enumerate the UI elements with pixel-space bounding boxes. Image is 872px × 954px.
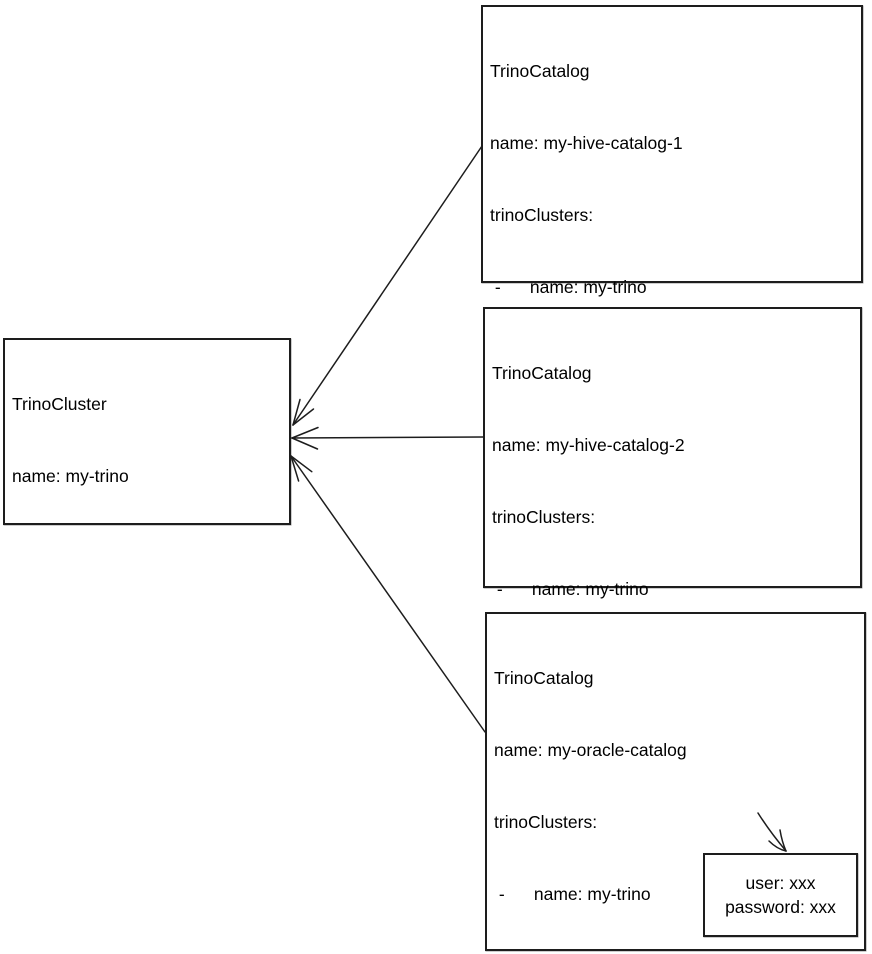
connector-line — [291, 436, 484, 439]
secret-password-line: password: xxx — [725, 897, 836, 917]
yaml-line: trinoClusters: — [490, 205, 594, 225]
arrow-oracle-catalog-to-cluster — [290, 455, 486, 733]
yaml-line: name: my-oracle-catalog — [494, 740, 687, 760]
connector-line — [290, 455, 486, 733]
arrowhead-barb — [291, 437, 319, 450]
yaml-line: - name: my-trino — [492, 579, 649, 599]
node-title: TrinoCluster — [12, 394, 107, 414]
credentials-secret-node: user: xxx password: xxx — [703, 853, 858, 937]
arrowhead-barb — [292, 398, 301, 426]
trino-cluster-node: TrinoCluster name: my-trino — [3, 338, 291, 525]
trino-catalog-node-hive-1: TrinoCatalog name: my-hive-catalog-1 tri… — [481, 5, 863, 657]
yaml-line: - name: my-trino — [494, 884, 651, 904]
yaml-line: - name: my-trino — [490, 277, 647, 297]
secret-user-line: user: xxx — [745, 873, 816, 893]
yaml-line: name: my-hive-catalog-1 — [490, 133, 683, 153]
node-title: TrinoCatalog — [490, 61, 590, 81]
arrowhead-barb — [290, 455, 313, 473]
trino-catalog-node-hive-2: TrinoCatalog name: my-hive-catalog-2 tri… — [483, 307, 862, 887]
yaml-line: trinoClusters: — [494, 812, 598, 832]
yaml-line: name: my-hive-catalog-2 — [492, 435, 685, 455]
arrowhead-barb — [292, 408, 315, 426]
yaml-line: name: my-trino — [12, 466, 129, 486]
node-title: TrinoCatalog — [494, 668, 594, 688]
arrow-hive-catalog-1-to-cluster — [292, 145, 483, 426]
arrowhead-barb — [290, 455, 300, 482]
arrow-hive-catalog-2-to-cluster — [291, 426, 484, 450]
connector-line — [292, 145, 483, 426]
yaml-line: trinoClusters: — [492, 507, 596, 527]
arrowhead-barb — [291, 426, 319, 439]
node-title: TrinoCatalog — [492, 363, 592, 383]
